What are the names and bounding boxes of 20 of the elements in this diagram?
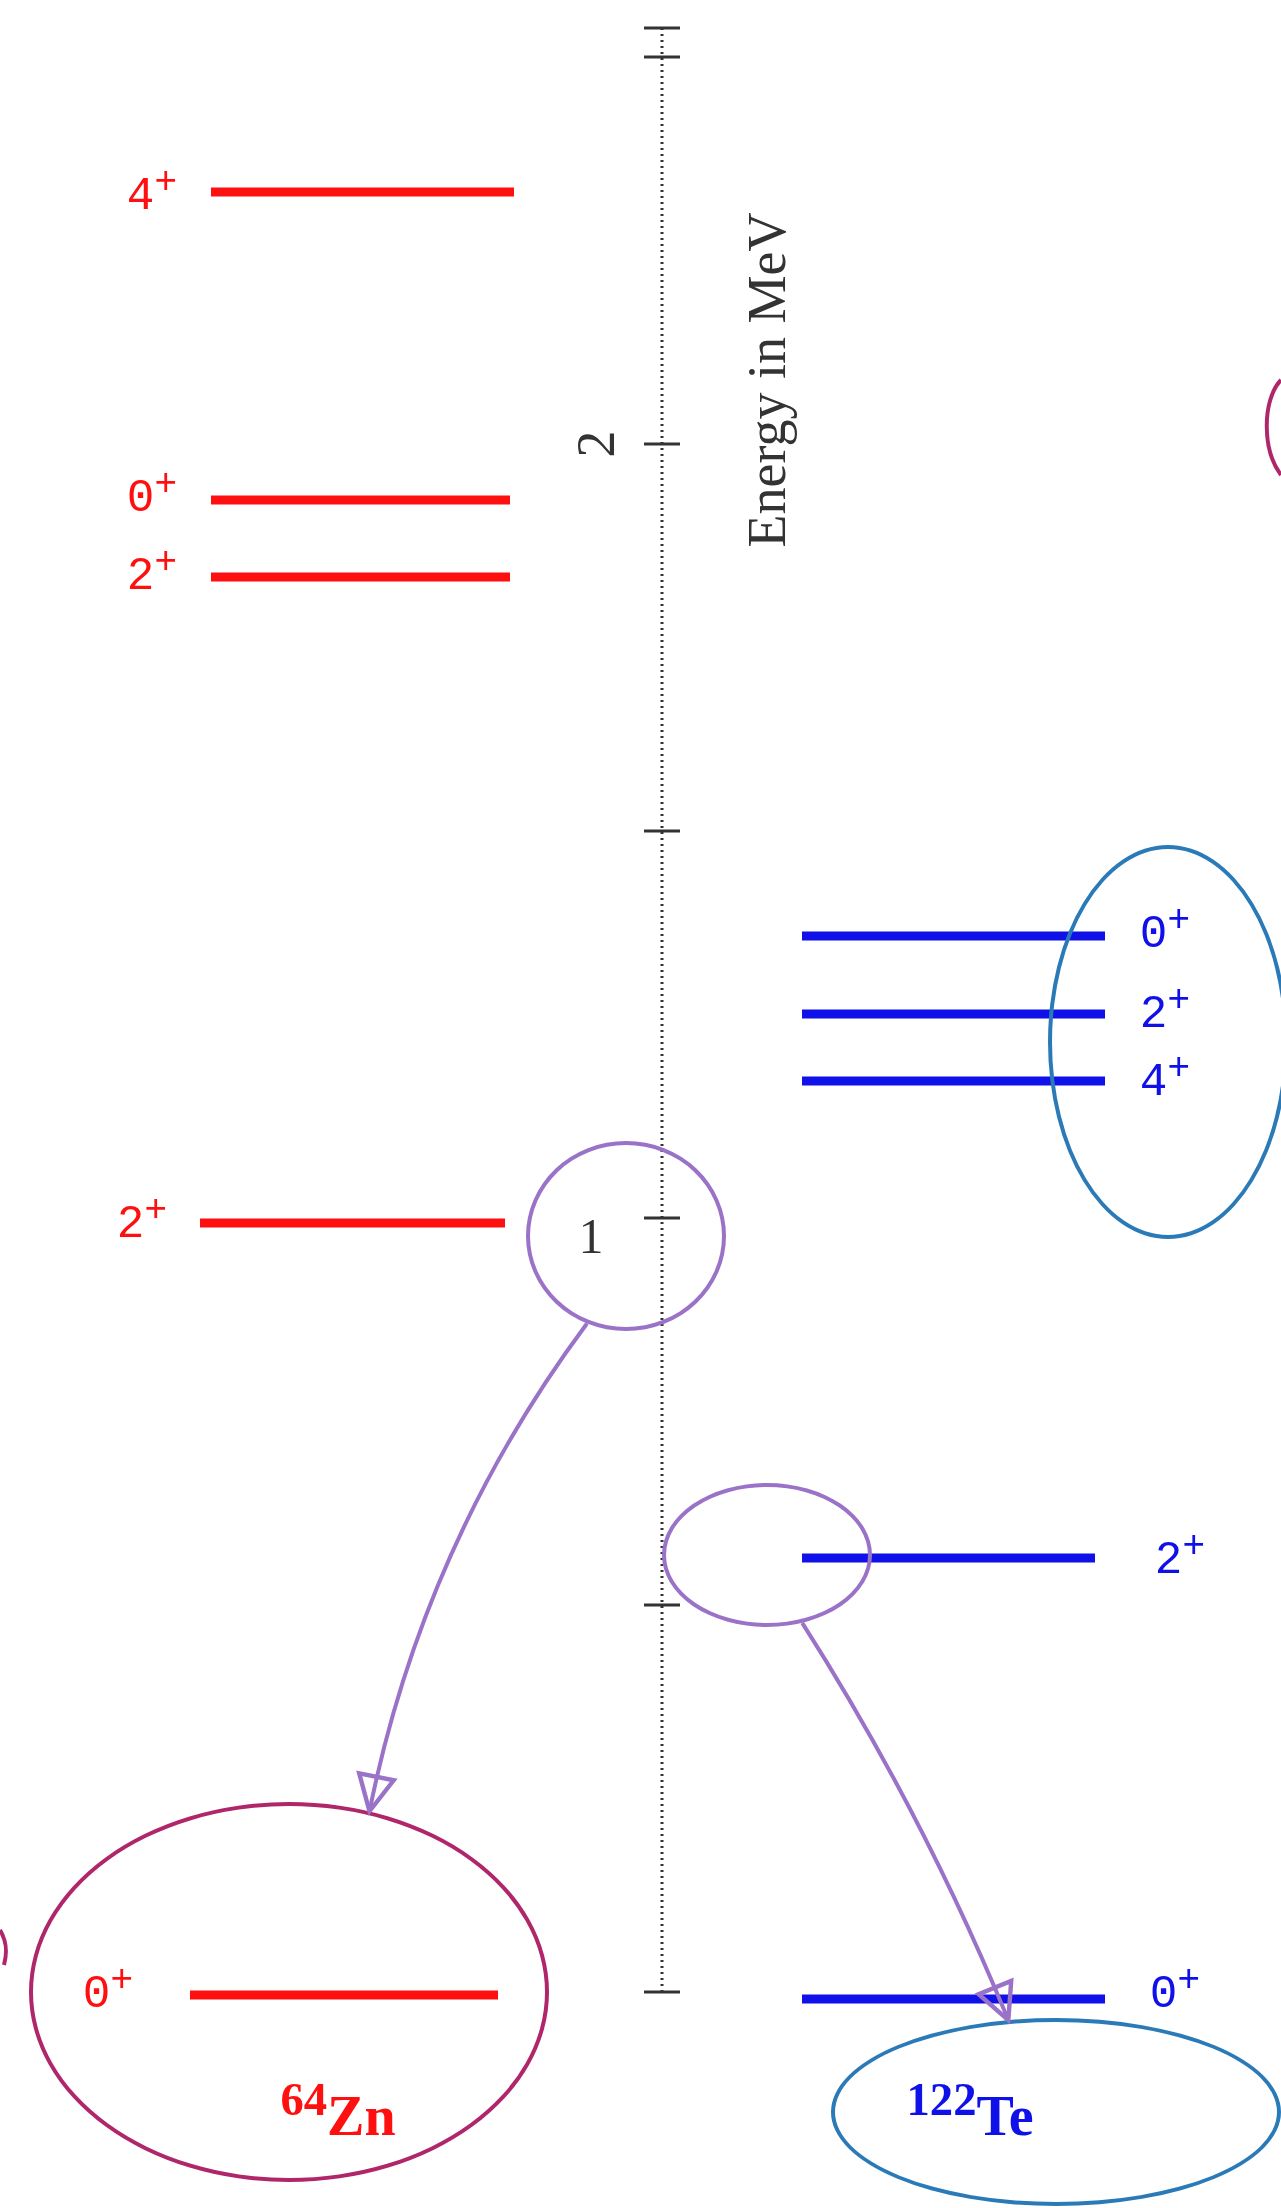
tick-label: 2	[569, 430, 623, 458]
annotation-circle	[1048, 845, 1281, 1239]
spin-label: 0$^{+}$	[126, 465, 178, 523]
spin-label: 4$^{+}$	[126, 163, 178, 221]
spin-label: 2$^{+}$	[1139, 981, 1191, 1039]
annotation-circle	[29, 1802, 549, 2182]
tick-label: 1	[578, 1211, 604, 1261]
spin-label: 2$^{+}$	[116, 1191, 168, 1249]
spin-label: 2$^{+}$	[1154, 1527, 1206, 1585]
annotation-circle	[662, 1483, 872, 1627]
spin-label: 0$^{+}$	[82, 1961, 134, 2019]
arrow	[800, 1621, 1014, 2023]
spin-label: 2$^{+}$	[126, 543, 178, 601]
spin-label: 0$^{+}$	[1149, 1961, 1201, 2019]
nucleus-label: $^{64}$Zn	[280, 2076, 396, 2144]
nucleus-label: $^{122}$Te	[906, 2076, 1034, 2144]
annotation-circle	[526, 1141, 726, 1331]
spin-label: 0$^{+}$	[1139, 901, 1191, 959]
arrow	[357, 1322, 589, 1814]
spin-label: 4$^{+}$	[1139, 1049, 1191, 1107]
